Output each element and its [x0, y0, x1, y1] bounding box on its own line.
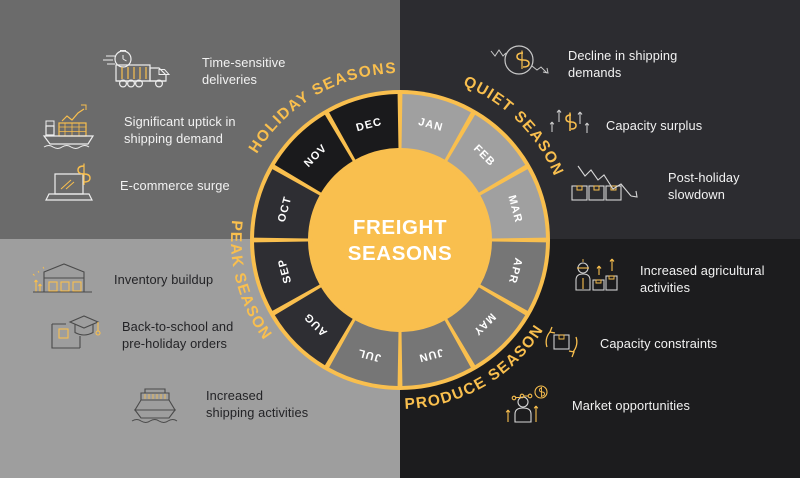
dollar-decline-icon	[488, 42, 554, 87]
person-dollar-growth-icon	[500, 382, 556, 431]
month-segment-jun[interactable]	[401, 320, 471, 386]
holiday-item-3: E-commerce surge	[42, 162, 342, 211]
month-segment-apr[interactable]	[480, 241, 546, 311]
produce-item-2-label: Capacity constraints	[600, 336, 718, 352]
month-segment-oct[interactable]	[254, 169, 320, 239]
produce-item-3: Market opportunities	[500, 382, 780, 431]
peak-item-1-label: Inventory buildup	[114, 272, 214, 288]
quiet-item-1-label: Decline in shipping demands	[568, 47, 678, 80]
peak-item-3: Increased shipping activities	[128, 378, 378, 431]
peak-item-3-label: Increased shipping activities	[206, 387, 309, 420]
produce-item-3-label: Market opportunities	[572, 398, 690, 414]
holiday-item-1-label: Time-sensitive deliveries	[202, 54, 286, 87]
quiet-item-2: Capacity surplus	[548, 104, 798, 149]
cargo-ship-growth-icon	[42, 104, 108, 157]
truck-stopwatch-icon	[100, 48, 188, 95]
holiday-item-3-label: E-commerce surge	[120, 178, 230, 194]
graduation-cap-icon	[48, 312, 106, 359]
month-segment-may[interactable]	[447, 287, 526, 366]
peak-item-2: Back-to-school and pre-holiday orders	[48, 312, 328, 359]
quiet-item-2-label: Capacity surplus	[606, 118, 703, 134]
holiday-item-2: Significant uptick in shipping demand	[42, 104, 342, 157]
month-segment-feb[interactable]	[447, 114, 526, 193]
month-segment-sep[interactable]	[254, 241, 320, 311]
ship-icon	[128, 378, 190, 431]
produce-item-1: Increased agricultural activities	[572, 256, 800, 303]
month-segment-jul[interactable]	[329, 320, 399, 386]
hub-title-line2: SEASONS	[348, 242, 452, 265]
quiet-item-3-label: Post-holiday slowdown	[668, 169, 740, 202]
warehouse-icon	[32, 258, 98, 303]
box-refresh-icon	[540, 322, 584, 367]
peak-item-1: Inventory buildup	[32, 258, 312, 303]
dollar-arrows-icon	[548, 104, 590, 149]
quiet-item-3: Post-holiday slowdown	[570, 162, 800, 211]
produce-item-1-label: Increased agricultural activities	[640, 262, 765, 295]
farmer-crates-icon	[572, 256, 624, 303]
holiday-item-2-label: Significant uptick in shipping demand	[124, 113, 236, 146]
month-segment-dec[interactable]	[329, 94, 399, 160]
peak-item-2-label: Back-to-school and pre-holiday orders	[122, 318, 234, 351]
quiet-item-1: Decline in shipping demands	[488, 42, 788, 87]
laptop-dollar-icon	[42, 162, 104, 211]
month-segment-aug[interactable]	[274, 287, 353, 366]
month-segment-jan[interactable]	[401, 94, 471, 160]
hub-title-line1: FREIGHT	[353, 216, 447, 239]
month-segment-nov[interactable]	[274, 114, 353, 193]
produce-item-2: Capacity constraints	[540, 322, 790, 367]
holiday-item-1: Time-sensitive deliveries	[100, 48, 390, 95]
boxes-downtrend-icon	[570, 162, 652, 211]
month-segment-mar[interactable]	[480, 169, 546, 239]
wheel-hub	[312, 152, 488, 328]
